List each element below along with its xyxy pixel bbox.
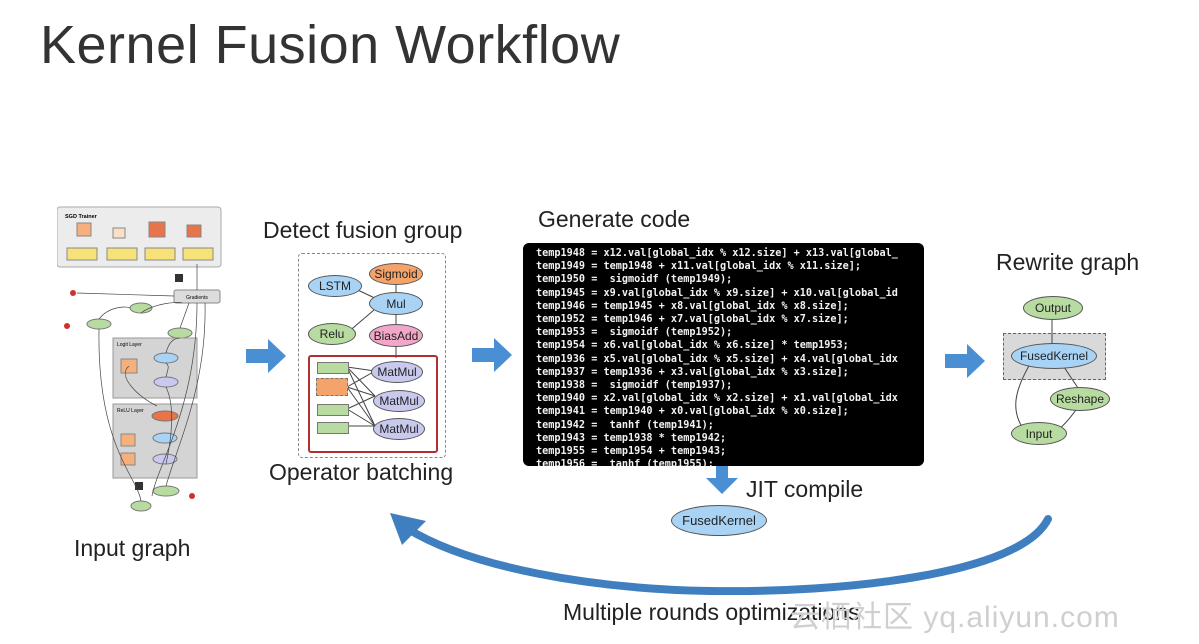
multiple-rounds-label: Multiple rounds optimizations: [563, 599, 860, 625]
sigmoid-node: Sigmoid: [369, 263, 423, 285]
matmul-node: MatMul: [371, 361, 423, 383]
code-line: temp1954 = x6.val[global_idx % x6.size] …: [536, 340, 849, 352]
reshape-node: Reshape: [1050, 387, 1110, 411]
fused-kernel-rewrite-node: FusedKernel: [1011, 343, 1097, 369]
generate-code-label: Generate code: [538, 206, 691, 232]
arrow-right-icon: [472, 338, 512, 372]
code-line: temp1956 = tanhf (temp1955);: [536, 459, 714, 466]
operator-batch-box: [308, 355, 438, 453]
code-block: temp1948 = x12.val[global_idx % x12.size…: [523, 243, 924, 466]
matmul-node: MatMul: [373, 418, 425, 440]
gradients-label: Gradients: [186, 295, 208, 301]
sgd-trainer-label: SGD Trainer: [65, 214, 98, 220]
input-rect: [317, 404, 349, 416]
input-rect: [317, 422, 349, 434]
biasadd-node: BiasAdd: [369, 324, 423, 347]
code-line: temp1936 = x5.val[global_idx % x5.size] …: [536, 353, 898, 365]
relu-layer-label: ReLU Layer: [117, 408, 144, 414]
rewrite-graph-label: Rewrite graph: [996, 249, 1140, 275]
loop-back-arrow: [390, 513, 1052, 595]
arrow-right-icon: [945, 344, 985, 378]
input-graph-diagram: SGD Trainer Gradients Logit Layer ReLU L…: [57, 206, 222, 512]
code-line: temp1953 = sigmoidf (temp1952);: [536, 327, 733, 339]
code-line: temp1942 = tanhf (temp1941);: [536, 419, 714, 431]
input-rect: [317, 362, 349, 374]
code-line: temp1946 = temp1945 + x8.val[global_idx …: [536, 300, 849, 312]
matmul-node: MatMul: [373, 390, 425, 412]
code-line: temp1955 = temp1954 + temp1943;: [536, 446, 727, 458]
lstm-node: LSTM: [308, 275, 362, 297]
weight-rect: [316, 378, 348, 396]
code-line: temp1941 = temp1940 + x0.val[global_idx …: [536, 406, 849, 418]
code-line: temp1952 = temp1946 + x7.val[global_idx …: [536, 314, 849, 326]
code-line: temp1949 = temp1948 + x11.val[global_idx…: [536, 261, 862, 273]
code-line: temp1948 = x12.val[global_idx % x12.size…: [536, 248, 898, 259]
mul-node: Mul: [369, 292, 423, 315]
code-line: temp1940 = x2.val[global_idx % x2.size] …: [536, 393, 898, 405]
arrow-right-icon: [246, 339, 286, 373]
operator-batching-label: Operator batching: [269, 459, 454, 485]
output-node: Output: [1023, 296, 1083, 320]
code-line: temp1937 = temp1936 + x3.val[global_idx …: [536, 366, 849, 378]
code-line: temp1938 = sigmoidf (temp1937);: [536, 380, 733, 392]
fusion-group-panel: LSTM Sigmoid Mul Relu BiasAdd MatMul Mat…: [298, 253, 446, 458]
watermark: 云栖社区 yq.aliyun.com: [790, 601, 1120, 634]
detect-fusion-group-label: Detect fusion group: [263, 217, 463, 243]
arrow-down-icon: [706, 466, 738, 494]
input-graph-label: Input graph: [74, 535, 191, 561]
fused-kernel-node: FusedKernel: [671, 505, 767, 536]
page-title: Kernel Fusion Workflow: [40, 15, 621, 75]
code-text: temp1948 = x12.val[global_idx % x12.size…: [523, 243, 924, 466]
logit-layer-label: Logit Layer: [117, 342, 142, 348]
code-line: temp1945 = x9.val[global_idx % x9.size] …: [536, 287, 898, 299]
relu-node: Relu: [308, 323, 356, 345]
input-node: Input: [1011, 422, 1067, 445]
jit-compile-label: JIT compile: [746, 476, 864, 502]
code-line: temp1943 = temp1938 * temp1942;: [536, 432, 727, 444]
code-line: temp1950 = sigmoidf (temp1949);: [536, 274, 733, 286]
